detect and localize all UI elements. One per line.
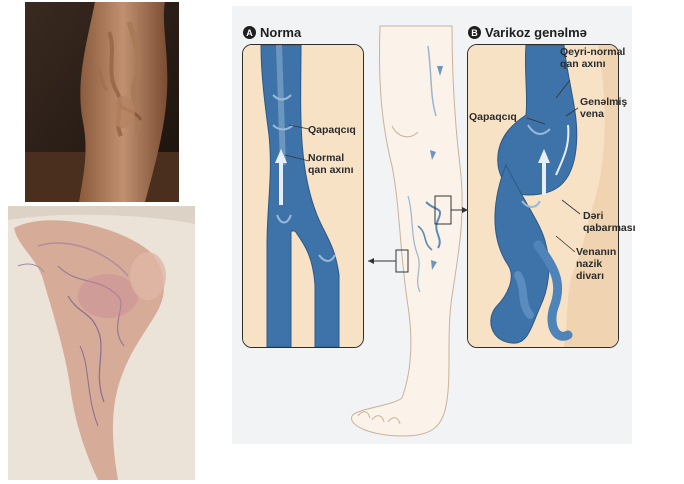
panel-b-thin-wall-label: Venanın nazik divarı xyxy=(576,246,617,282)
panel-a-normal-vein xyxy=(242,44,364,348)
panel-a-valve-label: Qapaqcıq xyxy=(308,124,356,136)
calf-photo-drawing xyxy=(25,2,179,202)
normal-vein-drawing xyxy=(243,45,363,347)
varicose-vein-drawing xyxy=(468,45,618,347)
panel-b-skin-bulge-label: Dəri qabarması xyxy=(583,210,636,234)
panel-b-heading: B Varikoz genəlmə xyxy=(468,25,587,40)
leg-photo-drawing xyxy=(8,206,195,480)
panel-b-enlarged-vein-label: Genəlmiş vena xyxy=(580,96,628,120)
panel-a-title: Norma xyxy=(260,25,302,40)
photo-varicose-calf xyxy=(25,2,179,202)
panel-a-heading: A Norma xyxy=(243,25,301,40)
panel-b-title: Varikoz genəlmə xyxy=(485,25,587,40)
central-leg-illustration xyxy=(232,6,632,444)
panel-b-badge: B xyxy=(468,26,481,39)
panel-a-badge: A xyxy=(243,26,256,39)
panel-a-flow-label: Normal qan axını xyxy=(308,152,354,176)
leg-drawing xyxy=(351,25,468,437)
photo-varicose-leg-clinical xyxy=(8,206,195,480)
panel-b-varicose-vein xyxy=(467,44,619,348)
panel-b-abnormal-flow-label: Qeyri-normal qan axını xyxy=(560,46,626,70)
panel-b-valve-label: Qapaqcıq xyxy=(469,111,517,123)
